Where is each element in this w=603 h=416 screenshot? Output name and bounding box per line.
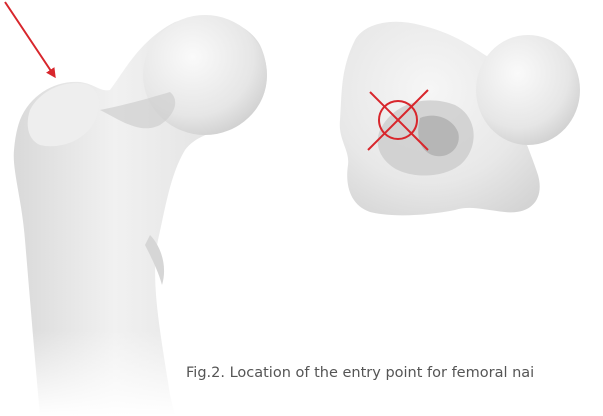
entry-point-arrow — [5, 2, 53, 74]
femur-anterior-view — [0, 2, 267, 416]
figure-caption: Fig.2. Location of the entry point for f… — [186, 364, 603, 382]
femoral-head-top — [476, 35, 580, 145]
femur-superior-view — [340, 22, 580, 216]
